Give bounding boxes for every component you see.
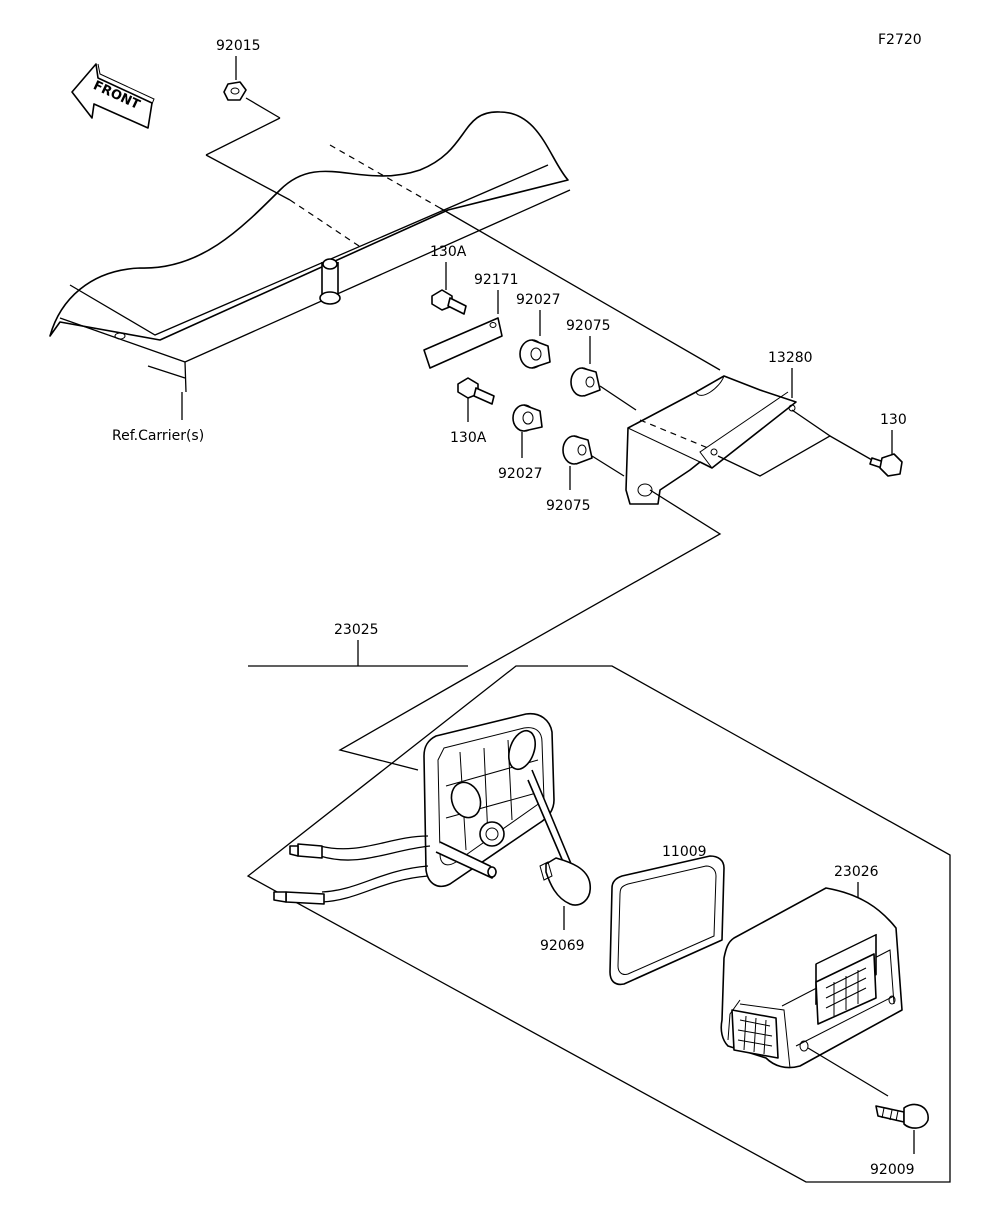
front-arrow-icon: FRONT [71,63,155,129]
grommet-92075-top-icon [570,367,601,397]
part-92075-top-label[interactable]: 92075 [566,318,611,334]
collar-92027-bottom-icon [512,404,543,432]
lens-23026-icon [720,887,903,1069]
part-130-label[interactable]: 130 [880,412,907,428]
part-23025-label[interactable]: 23025 [334,622,379,638]
part-92075-bottom-label[interactable]: 92075 [546,498,591,514]
bolt-130A-top-icon [431,289,467,315]
ref-label: Ref.Carrier(s) [112,428,204,444]
plate-92171-icon [423,317,503,369]
bolt-130-icon [869,453,903,477]
carrier-ref-drawing [49,111,571,393]
collar-92027-top-icon [519,339,551,369]
part-11009-label[interactable]: 11009 [662,844,707,860]
figure-code: F2720 [878,32,922,48]
part-130A-bottom-label[interactable]: 130A [450,430,487,446]
grommet-92075-bottom-icon [562,435,593,465]
bracket-13280-icon [625,375,797,505]
bulb-92069-icon [539,857,591,906]
part-130A-top-label[interactable]: 130A [430,244,467,260]
lamp-base-icon [273,712,580,905]
part-92009-label[interactable]: 92009 [870,1162,915,1178]
part-92069-label[interactable]: 92069 [540,938,585,954]
bolt-130A-bottom-icon [457,377,495,405]
part-92027-top-label[interactable]: 92027 [516,292,561,308]
part-92171-label[interactable]: 92171 [474,272,519,288]
part-92027-bottom-label[interactable]: 92027 [498,466,543,482]
part-13280-label[interactable]: 13280 [768,350,813,366]
screw-92009-icon [875,1103,929,1129]
part-23026-label[interactable]: 23026 [834,864,879,880]
part-92015-label[interactable]: 92015 [216,38,261,54]
nut-92015-icon [223,81,247,101]
gasket-11009-icon [609,855,725,986]
